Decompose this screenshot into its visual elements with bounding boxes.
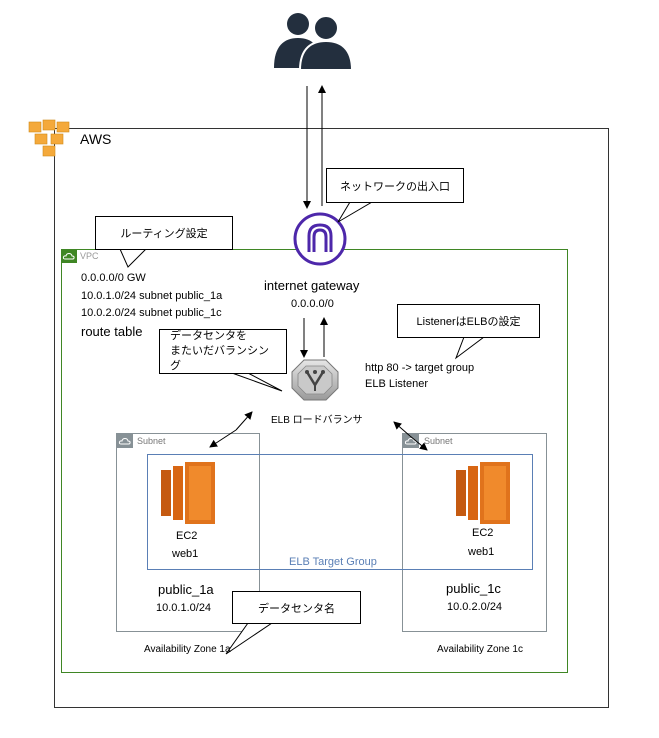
internet-gateway-label: internet gateway	[264, 278, 360, 293]
subnet-1a-boundary	[116, 433, 260, 632]
callout-routing: ルーティング設定	[95, 216, 233, 250]
subnet-name: public_1a	[158, 582, 214, 597]
subnet-cidr: 10.0.1.0/24	[156, 602, 212, 614]
callout-listener: ListenerはELBの設定	[397, 304, 540, 338]
subnet-name: public_1c	[446, 581, 501, 596]
ec2-title: EC2	[176, 530, 198, 542]
subnet-1a-icon	[117, 434, 133, 448]
callout-cross-dc-balancing: データセンタを またいだバランシング	[159, 329, 287, 374]
subnet-tag: Subnet	[424, 436, 453, 446]
arrow-elb-subnet-1c-a	[393, 421, 411, 437]
callout-network-entry: ネットワークの出入口	[326, 168, 464, 203]
aws-logo-icon	[28, 119, 70, 157]
callout-tail-crossdc	[231, 372, 283, 392]
internet-gateway-icon	[293, 212, 347, 266]
callout-tail-dcname	[225, 622, 274, 655]
target-group-label: ELB Target Group	[289, 556, 377, 568]
route-entry: 0.0.0.0/0 GW	[81, 272, 146, 284]
arrow-elb-subnet-1c-b	[409, 435, 428, 451]
elb-listener-label: ELB Listener	[365, 378, 428, 390]
elb-label: ELB ロードバランサ	[271, 415, 363, 426]
route-entry: 10.0.1.0/24 subnet public_1a	[81, 290, 223, 302]
ec2-title: EC2	[472, 527, 494, 539]
subnet-1c-boundary	[402, 433, 547, 632]
elb-load-balancer-icon	[291, 359, 339, 401]
arrow-elb-subnet-1a-b	[235, 411, 253, 431]
subnet-tag: Subnet	[137, 436, 166, 446]
callout-tail-routing	[119, 248, 148, 268]
vpc-cloud-icon	[61, 249, 77, 263]
subnet-1c-icon	[403, 434, 419, 448]
route-entry: 10.0.2.0/24 subnet public_1c	[81, 307, 222, 319]
ec2-name: web1	[172, 548, 199, 560]
subnet-cidr: 10.0.2.0/24	[447, 601, 503, 613]
availability-zone-label: Availability Zone 1c	[437, 644, 523, 655]
elb-listener-rule: http 80 -> target group	[365, 362, 475, 374]
ec2-name: web1	[468, 546, 495, 558]
availability-zone-label: Availability Zone 1a	[144, 644, 231, 655]
elb-target-group-box	[147, 454, 533, 570]
callout-tail-listener	[454, 336, 486, 360]
aws-label: AWS	[80, 131, 112, 147]
internet-gateway-cidr: 0.0.0.0/0	[291, 298, 334, 310]
ec2-icon	[456, 462, 510, 524]
arrow-elb-subnet-1a-a	[209, 429, 237, 448]
route-table-title: route table	[81, 324, 143, 339]
aws-cloud-boundary	[54, 128, 609, 708]
users-icon	[274, 13, 354, 70]
ec2-icon	[161, 462, 215, 524]
vpc-label: VPC	[80, 251, 99, 261]
callout-tail-network	[337, 201, 374, 223]
callout-dc-name: データセンタ名	[232, 591, 361, 624]
